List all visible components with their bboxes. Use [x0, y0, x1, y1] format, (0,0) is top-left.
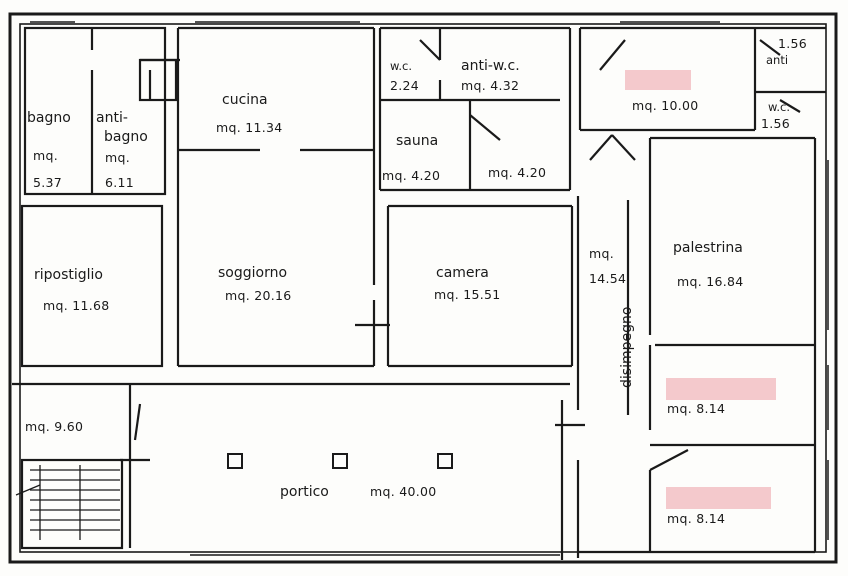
- walls-right-column: [576, 136, 817, 558]
- disimpegno-name: disimpegno: [619, 307, 635, 388]
- redaction-top: [625, 70, 691, 90]
- portico-pillars: [227, 453, 453, 469]
- stairs: [15, 465, 120, 540]
- camera-name: camera: [436, 265, 489, 281]
- bagno-mq: mq.: [33, 148, 58, 163]
- walls-middle-row: [20, 150, 574, 368]
- wc2-area: 1.56: [761, 116, 790, 131]
- inner-outline: [19, 23, 827, 553]
- bagno-area: 5.37: [33, 175, 62, 190]
- room-labels: bagno mq. 5.37 anti- bagno mq. 6.11 cuci…: [25, 36, 807, 526]
- palestrina-area: mq. 16.84: [677, 274, 744, 289]
- stair-room-area: mq. 9.60: [25, 419, 83, 434]
- redaction-boxes: [625, 70, 776, 509]
- soggiorno-name: soggiorno: [218, 265, 287, 281]
- redacted-bottom-area: mq. 8.14: [667, 511, 725, 526]
- disimpegno-area: 14.54: [589, 271, 626, 286]
- antibagno-name1: anti-: [96, 110, 128, 126]
- anti-small-area: 1.56: [778, 36, 807, 51]
- ripostiglio-name: ripostiglio: [34, 267, 103, 283]
- palestrina-name: palestrina: [673, 240, 743, 256]
- bagno-name: bagno: [27, 110, 71, 126]
- redacted-middle-area: mq. 8.14: [667, 401, 725, 416]
- disimpegno-mq: mq.: [589, 246, 614, 261]
- antibagno-name2: bagno: [104, 129, 148, 145]
- redaction-bottom: [666, 487, 771, 509]
- antiwc-area: mq. 4.32: [461, 78, 519, 93]
- windows: [30, 13, 837, 563]
- soggiorno-area: mq. 20.16: [225, 288, 292, 303]
- walls-bottom: [12, 382, 585, 560]
- corridor-small-area: mq. 4.20: [488, 165, 546, 180]
- walls-cucina: [176, 26, 376, 285]
- redacted-top-area: mq. 10.00: [632, 98, 699, 113]
- antibagno-mq: mq.: [105, 150, 130, 165]
- antibagno-area: 6.11: [105, 175, 134, 190]
- redaction-middle: [666, 378, 776, 400]
- portico-name: portico: [280, 484, 329, 500]
- cucina-name: cucina: [222, 92, 268, 108]
- walls-top-right: [578, 26, 826, 161]
- wc2-name: w.c.: [768, 100, 790, 114]
- wc1-area: 2.24: [390, 78, 419, 93]
- sauna-area: mq. 4.20: [382, 168, 440, 183]
- walls-bagno-block: [23, 26, 180, 196]
- antiwc-name: anti-w.c.: [461, 58, 520, 74]
- anti-small-name: anti: [766, 53, 788, 67]
- wc1-name: w.c.: [390, 59, 412, 73]
- cucina-area: mq. 11.34: [216, 120, 283, 135]
- ripostiglio-area: mq. 11.68: [43, 298, 110, 313]
- sauna-name: sauna: [396, 133, 438, 149]
- walls-wc-block: [378, 26, 572, 192]
- portico-area: mq. 40.00: [370, 484, 437, 499]
- camera-area: mq. 15.51: [434, 287, 501, 302]
